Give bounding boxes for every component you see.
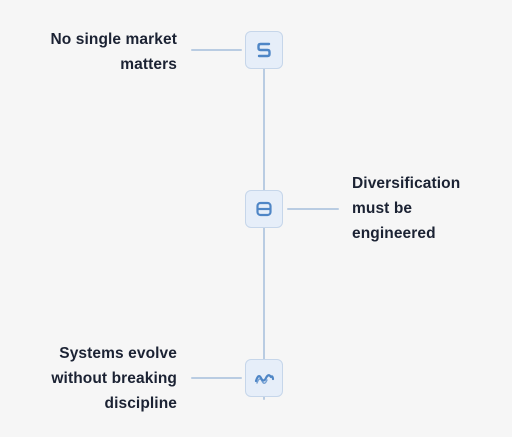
timeline-node (245, 359, 283, 397)
label-line: Systems evolve (59, 345, 177, 362)
label-line: matters (120, 56, 177, 73)
label-line: must be (352, 200, 413, 217)
stack-icon (256, 201, 272, 217)
timeline-node (245, 190, 283, 228)
node-label: Systems evolve without breaking discipli… (51, 341, 177, 416)
label-line: discipline (104, 395, 177, 412)
label-line: without breaking (51, 370, 177, 387)
label-line: No single market (50, 31, 177, 48)
node-label: Diversification must be engineered (352, 171, 460, 246)
node-label: No single market matters (50, 27, 177, 77)
connector-line (287, 208, 339, 210)
s-letter-icon (257, 42, 271, 58)
wave-icon (254, 374, 275, 384)
connector-line (191, 49, 242, 51)
label-line: engineered (352, 225, 436, 242)
connector-line (191, 377, 242, 379)
label-line: Diversification (352, 175, 461, 192)
timeline-node (245, 31, 283, 69)
